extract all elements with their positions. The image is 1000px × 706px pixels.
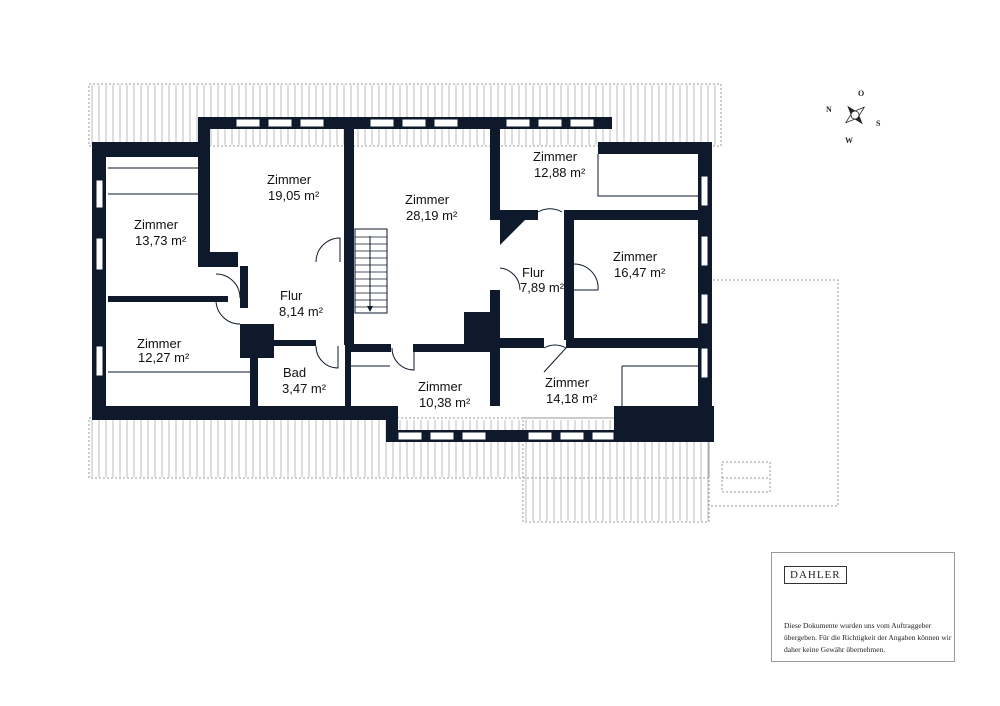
room-area: 10,38 m² [419,395,471,410]
room-area: 12,27 m² [138,350,190,365]
room-name: Zimmer [134,217,179,232]
room-area: 3,47 m² [282,381,327,396]
room-name: Zimmer [545,375,590,390]
compass-o-label: O [858,89,864,98]
room-name: Flur [522,265,545,280]
windows [95,118,709,441]
doors [215,208,599,373]
compass-n-label: N [826,105,832,114]
room-name: Zimmer [405,192,450,207]
room-name: Bad [283,365,306,380]
compass-w-label: W [845,136,853,145]
room-name: Zimmer [613,249,658,264]
roof-hatching [91,85,716,521]
room-area: 13,73 m² [135,233,187,248]
thin-lines [108,154,698,406]
room-area: 14,18 m² [546,391,598,406]
room-area: 12,88 m² [534,165,586,180]
disclaimer-text: Diese Dokumente wurden uns vom Auftragge… [784,621,952,654]
brand-logo: DAHLER [784,566,847,584]
staircase [354,228,388,314]
room-name: Flur [280,288,303,303]
room-name: Zimmer [137,336,182,351]
room-area: 19,05 m² [268,188,320,203]
room-area: 28,19 m² [406,208,458,223]
room-labels: Zimmer 19,05 m² Zimmer 28,19 m² Zimmer 1… [134,149,666,410]
room-area: 7,89 m² [520,280,565,295]
room-area: 16,47 m² [614,265,666,280]
compass-rose-icon [844,105,866,125]
room-name: Zimmer [267,172,312,187]
compass-s-label: S [876,119,881,128]
room-name: Zimmer [418,379,463,394]
disclaimer-box: DAHLER Diese Dokumente wurden uns vom Au… [771,552,955,662]
room-area: 8,14 m² [279,304,324,319]
room-name: Zimmer [533,149,578,164]
